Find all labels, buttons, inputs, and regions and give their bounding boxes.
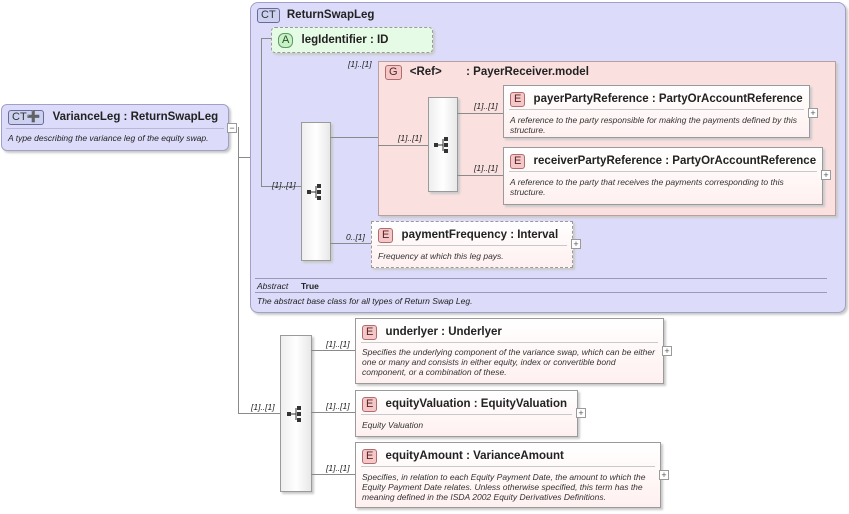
element-doc: Equity Valuation: [362, 420, 424, 430]
element-equityValuation[interactable]: E equityValuation : EquityValuation Equi…: [355, 390, 578, 437]
base-seq-connector: [261, 186, 301, 187]
abstract-separator: [255, 278, 827, 279]
sequence-icon: [307, 183, 321, 200]
sequence-icon: [434, 136, 448, 153]
minus-icon: −: [229, 123, 235, 133]
expand-receiver-button[interactable]: +: [821, 170, 831, 180]
underlyer-cardinality: [1]..[1]: [326, 339, 350, 349]
element-tag: E: [362, 397, 378, 412]
attribute-tag: A: [278, 33, 294, 48]
plus-icon: +: [823, 170, 829, 180]
element-doc: A reference to the party that receives t…: [510, 177, 784, 197]
group-sequence-cardinality: [1]..[1]: [398, 133, 422, 143]
root-type-name: VarianceLeg: [52, 111, 121, 123]
element-name: underlyer: [385, 326, 438, 338]
element-tag: E: [362, 325, 378, 340]
root-type-base: ReturnSwapLeg: [130, 111, 219, 123]
element-type: VarianceAmount: [473, 450, 564, 462]
abstract-label: Abstract: [257, 281, 289, 291]
element-name: payerPartyReference: [533, 93, 649, 105]
expand-payment-button[interactable]: +: [571, 239, 581, 249]
seq-to-payment-connector: [330, 243, 372, 244]
element-type: Underlyer: [448, 326, 502, 338]
root-connector-to-extension: [238, 413, 280, 414]
payment-cardinality: 0..[1]: [346, 232, 365, 242]
attr-connector: [261, 38, 275, 39]
root-type-doc: A type describing the variance leg of th…: [8, 133, 209, 143]
group-ref: <Ref>: [409, 66, 442, 78]
extension-sequence-compositor[interactable]: [280, 335, 312, 492]
expand-equityAmount-button[interactable]: +: [659, 470, 669, 480]
plus-icon: +: [578, 408, 584, 418]
element-tag: E: [510, 154, 526, 169]
root-connector-to-base: [238, 157, 260, 158]
element-name: equityAmount: [385, 450, 463, 462]
connector-underlyer: [311, 350, 355, 351]
base-sequence-compositor[interactable]: [301, 122, 331, 261]
attribute-type: ID: [376, 34, 389, 46]
expand-payer-button[interactable]: +: [808, 108, 818, 118]
extension-icon: ➕: [26, 111, 41, 123]
element-type: Interval: [517, 229, 559, 241]
element-payerPartyReference[interactable]: E payerPartyReference : PartyOrAccountRe…: [503, 85, 810, 138]
expand-underlyer-button[interactable]: +: [662, 346, 672, 356]
plus-icon: +: [573, 239, 579, 249]
element-equityAmount[interactable]: E equityAmount : VarianceAmount Specifie…: [355, 442, 661, 508]
element-type: EquityValuation: [480, 398, 568, 410]
connector-receiver: [457, 175, 503, 176]
equityAmount-cardinality: [1]..[1]: [326, 463, 350, 473]
collapse-root-button[interactable]: −: [227, 123, 237, 133]
element-type: PartyOrAccountReference: [672, 155, 817, 167]
element-tag: E: [510, 92, 526, 107]
element-name: equityValuation: [385, 398, 471, 410]
equityValuation-cardinality: [1]..[1]: [326, 401, 350, 411]
base-type-header[interactable]: CT ReturnSwapLeg: [257, 8, 374, 23]
abstract-row: Abstract True: [257, 281, 319, 291]
plus-icon: +: [810, 108, 816, 118]
seq-to-group-connector: [330, 137, 378, 138]
attribute-legIdentifier[interactable]: A legIdentifier : ID: [271, 27, 433, 53]
abstract-doc-separator: [255, 292, 827, 293]
group-name: PayerReceiver.model: [473, 66, 589, 78]
group-tag: G: [385, 65, 402, 80]
element-tag: E: [378, 228, 394, 243]
group-sequence-compositor[interactable]: [428, 97, 458, 192]
element-underlyer[interactable]: E underlyer : Underlyer Specifies the un…: [355, 318, 664, 384]
element-paymentFrequency[interactable]: E paymentFrequency : Interval Frequency …: [371, 221, 573, 268]
receiver-cardinality: [1]..[1]: [474, 163, 498, 173]
element-doc: Specifies, in relation to each Equity Pa…: [362, 472, 646, 502]
base-type-doc: The abstract base class for all types of…: [257, 296, 473, 306]
connector-equityValuation: [311, 412, 355, 413]
group-cardinality: [1]..[1]: [348, 59, 372, 69]
root-type-box[interactable]: CT➕ VarianceLeg : ReturnSwapLeg A type d…: [1, 104, 229, 151]
element-name: receiverPartyReference: [533, 155, 663, 167]
element-doc: Frequency at which this leg pays.: [378, 251, 504, 261]
element-receiverPartyReference[interactable]: E receiverPartyReference : PartyOrAccoun…: [503, 147, 823, 205]
element-doc: A reference to the party responsible for…: [510, 115, 797, 135]
extension-sequence-cardinality: [1]..[1]: [251, 402, 275, 412]
connector-payer: [457, 113, 503, 114]
element-type: PartyOrAccountReference: [658, 93, 803, 105]
expand-equityValuation-button[interactable]: +: [576, 408, 586, 418]
payer-cardinality: [1]..[1]: [474, 101, 498, 111]
complex-type-tag: CT➕: [8, 110, 45, 125]
sequence-icon: [287, 405, 301, 422]
root-connector-vertical: [238, 127, 239, 413]
base-inner-connector: [261, 38, 262, 186]
element-doc: Specifies the underlying component of th…: [362, 347, 655, 377]
element-name: paymentFrequency: [401, 229, 507, 241]
group-header[interactable]: G <Ref> : PayerReceiver.model: [385, 65, 589, 80]
abstract-value: True: [300, 281, 319, 291]
plus-icon: +: [661, 470, 667, 480]
base-sequence-cardinality: [1]..[1]: [272, 180, 296, 190]
group-inner-connector: [378, 145, 428, 146]
plus-icon: +: [664, 346, 670, 356]
base-type-name: ReturnSwapLeg: [286, 9, 375, 21]
complex-type-tag: CT: [257, 8, 280, 23]
element-tag: E: [362, 449, 378, 464]
connector-equityAmount: [311, 474, 355, 475]
attribute-name: legIdentifier: [301, 34, 367, 46]
